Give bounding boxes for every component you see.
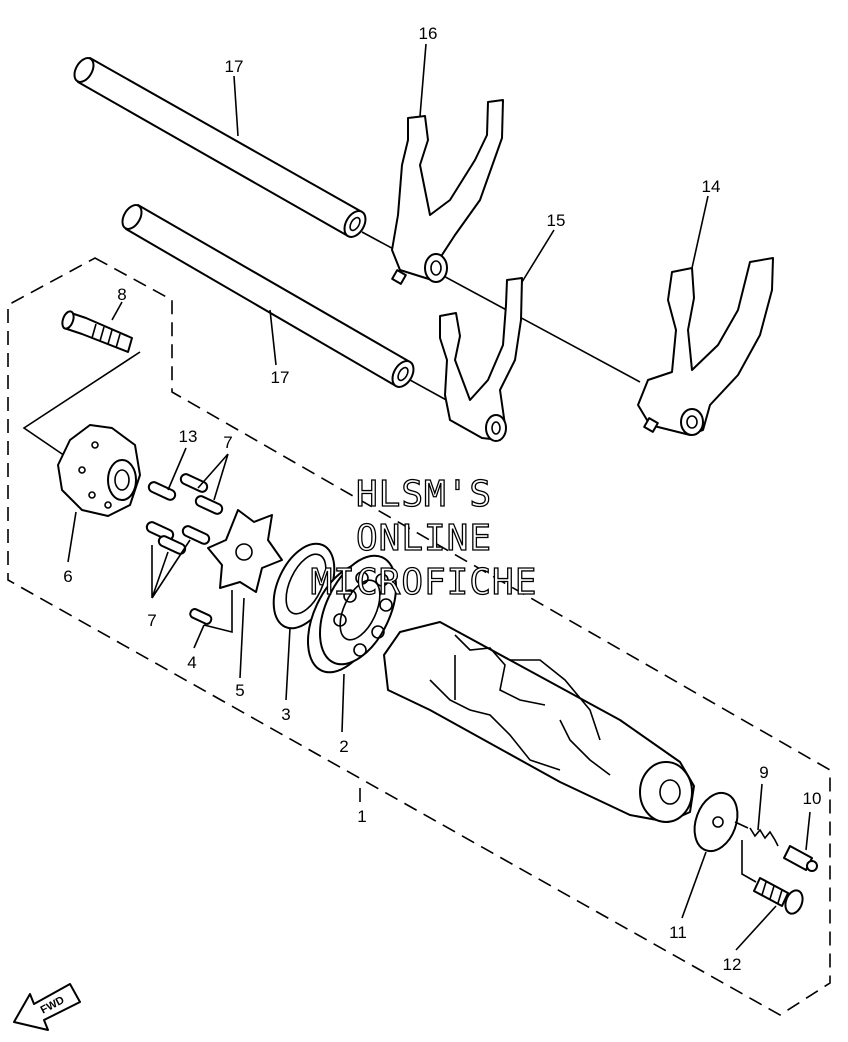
star-plate-5	[207, 509, 283, 593]
shaft-axis-line	[409, 379, 451, 403]
lock-washer-11	[693, 791, 739, 853]
spring-9	[749, 827, 779, 847]
label-part-3: 3	[281, 705, 290, 724]
shift-drum-segment-6	[57, 424, 141, 517]
label-part-5: 5	[235, 681, 244, 700]
shift-fork-shaft-lower	[121, 204, 415, 388]
shift-fork-14	[637, 257, 774, 436]
leader-lines	[67, 43, 811, 951]
label-part-7b: 7	[147, 611, 156, 630]
leader-5	[203, 590, 233, 634]
label-part-15: 15	[547, 211, 566, 230]
watermark-line-2: ONLINE	[356, 518, 492, 559]
dowel-pin-4	[189, 608, 213, 625]
label-part-16: 16	[419, 24, 438, 43]
label-part-11: 11	[669, 923, 687, 942]
part-number-labels: 17 16 14 15 17 8 13 7 6 7 4 5 3 2 1 9 10…	[63, 24, 821, 974]
screw-12	[753, 877, 804, 915]
label-part-6: 6	[63, 567, 72, 586]
label-part-9: 9	[759, 763, 768, 782]
label-part-7a: 7	[223, 433, 232, 452]
label-part-10: 10	[803, 789, 822, 808]
label-part-17b: 17	[271, 368, 290, 387]
label-part-4: 4	[187, 653, 196, 672]
label-part-1: 1	[357, 807, 366, 826]
label-part-2: 2	[339, 737, 348, 756]
label-part-12: 12	[723, 955, 742, 974]
shift-fork-shaft-upper	[73, 57, 367, 238]
watermark: HLSM'S ONLINE MICROFICHE	[310, 473, 538, 603]
shift-fork-15	[439, 277, 523, 442]
label-part-8: 8	[117, 285, 126, 304]
watermark-line-1: HLSM'S	[356, 474, 492, 515]
label-part-17a: 17	[225, 57, 244, 76]
shift-fork-16	[391, 99, 504, 285]
assembly-boundary	[7, 257, 831, 1016]
label-part-14: 14	[702, 177, 721, 196]
screw-8	[61, 310, 133, 353]
shift-drum	[383, 621, 695, 823]
forward-direction-arrow: FWD	[13, 983, 81, 1031]
leader-9	[734, 821, 749, 829]
detent-pin-10	[783, 845, 818, 872]
label-part-13: 13	[179, 427, 198, 446]
bearing-2	[307, 554, 397, 674]
leader-8-6	[22, 351, 141, 459]
leader-12-bracket	[741, 840, 757, 883]
watermark-line-3: MICROFICHE	[311, 562, 538, 603]
pins-7-13	[145, 473, 224, 555]
